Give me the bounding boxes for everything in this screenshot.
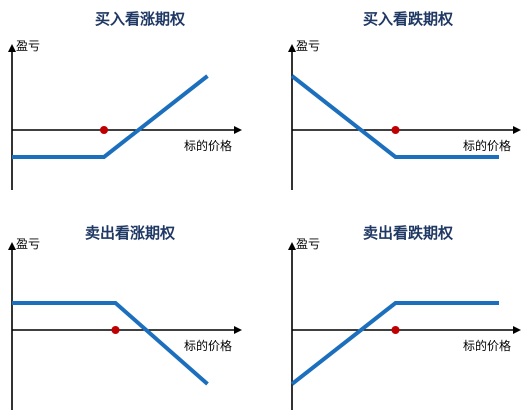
strike-price-marker xyxy=(111,326,120,334)
strike-price-marker xyxy=(391,126,400,134)
y-axis-label: 盈亏 xyxy=(296,39,320,53)
x-axis-label: 标的价格 xyxy=(463,338,511,353)
payoff-line xyxy=(290,301,499,386)
x-axis-label: 标的价格 xyxy=(184,338,232,353)
chart-panel-long-call: 买入看涨期权 盈亏 标的价格 xyxy=(8,10,242,190)
chart-panel-long-put: 买入看跌期权 盈亏 标的价格 xyxy=(288,10,521,190)
panel-title: 买入看涨期权 xyxy=(95,10,186,28)
panel-title: 买入看跌期权 xyxy=(363,10,454,28)
panel-title: 卖出看跌期权 xyxy=(363,224,454,242)
y-axis-label: 盈亏 xyxy=(296,237,320,251)
x-axis-label: 标的价格 xyxy=(184,138,232,153)
strike-price-marker xyxy=(100,126,108,134)
chart-panel-short-call: 卖出看涨期权 盈亏 标的价格 xyxy=(8,224,242,410)
chart-panel-short-put: 卖出看跌期权 盈亏 标的价格 xyxy=(288,224,521,410)
y-axis-label: 盈亏 xyxy=(16,237,40,251)
strike-price-marker xyxy=(391,326,400,334)
x-axis-label: 标的价格 xyxy=(463,138,511,153)
payoff-line xyxy=(290,74,499,159)
payoff-line xyxy=(12,74,209,159)
panel-title: 卖出看涨期权 xyxy=(85,224,176,242)
payoff-line xyxy=(12,301,209,386)
y-axis-label: 盈亏 xyxy=(16,39,40,53)
